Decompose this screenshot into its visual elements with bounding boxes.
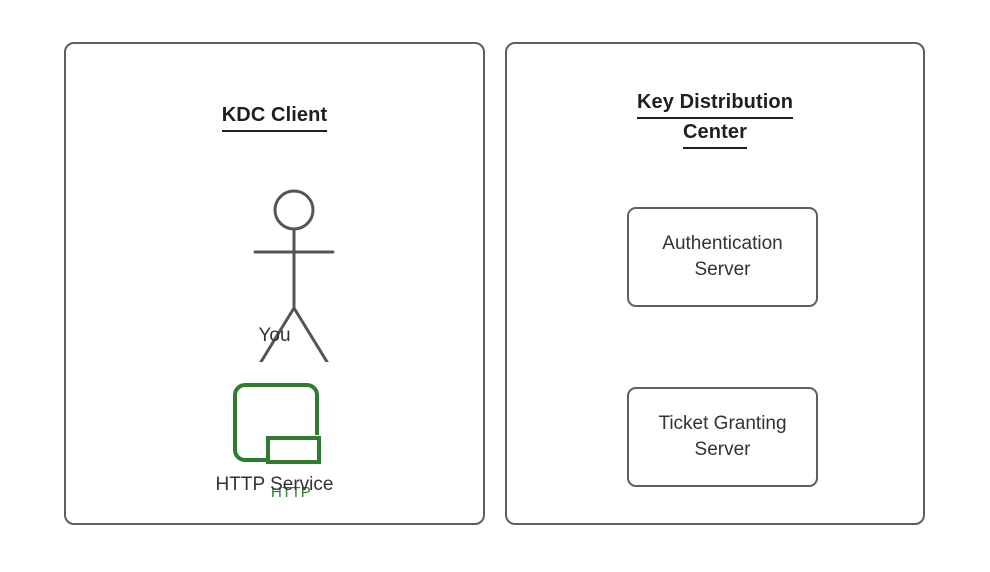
panel-kdc-client: KDC Client You (64, 42, 485, 525)
panel-title-line: KDC Client (221, 102, 328, 132)
panel-title-line: Center (683, 119, 747, 149)
service-label-http: HTTP Service (215, 474, 334, 495)
ticket-granting-server-box[interactable]: Ticket Granting Server (627, 387, 818, 487)
panel-title-kdc-client: KDC Client (66, 102, 483, 132)
http-service-icon (231, 381, 323, 467)
authentication-server-label: Authentication Server (662, 233, 783, 280)
stick-figure-icon (234, 162, 354, 362)
panel-key-distribution-center: Key Distribution Center Authentication S… (505, 42, 925, 525)
panel-title-kdc: Key Distribution Center (507, 89, 923, 149)
authentication-server-box[interactable]: Authentication Server (627, 207, 818, 307)
panel-title-line: Key Distribution (636, 89, 794, 119)
actor-label-you: You (258, 325, 291, 346)
ticket-granting-server-label: Ticket Granting Server (658, 413, 787, 460)
